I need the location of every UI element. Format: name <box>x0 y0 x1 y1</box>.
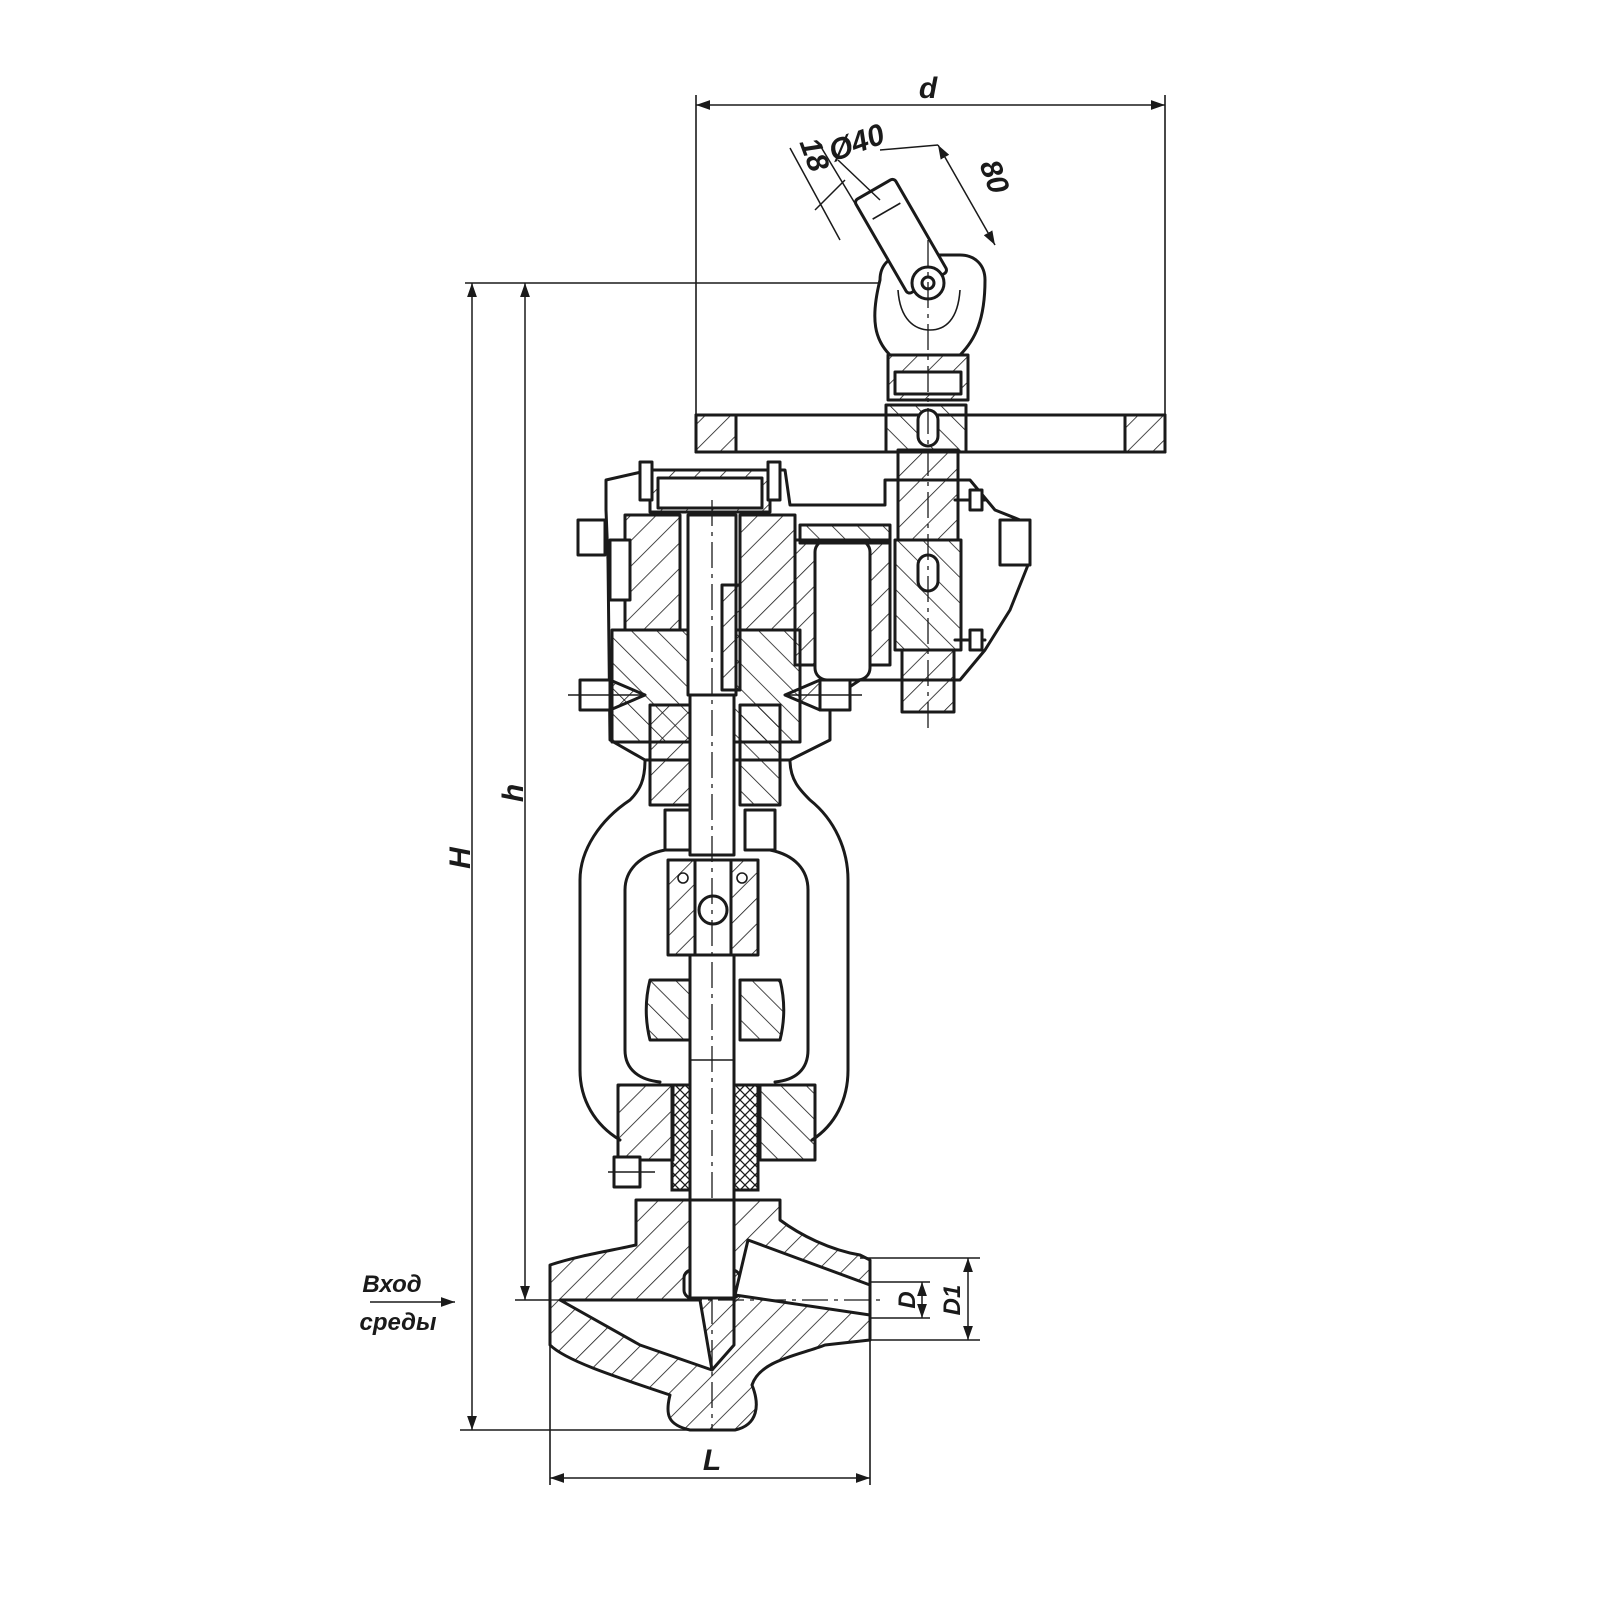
drive-shaft <box>893 240 987 728</box>
handwheel <box>694 95 1167 454</box>
lug-right <box>998 518 1032 567</box>
nut-left <box>644 978 692 1042</box>
yoke <box>578 703 850 1142</box>
label-D1: D1 <box>939 1285 966 1316</box>
label-d: d <box>919 72 938 105</box>
valve-body <box>548 1198 880 1485</box>
dimension-lines <box>370 100 1165 1483</box>
nut-right <box>738 978 786 1042</box>
handwheel-rim-left <box>694 413 738 454</box>
label-L: L <box>703 1444 721 1477</box>
handle-dimensions <box>789 141 996 246</box>
label-H: H <box>444 846 477 869</box>
handwheel-rim-right <box>1123 413 1167 454</box>
packing-right <box>732 1083 760 1192</box>
label-80: 80 <box>973 155 1016 198</box>
label-dia40: Ø40 <box>824 118 889 169</box>
label-h: h <box>497 784 530 802</box>
handle <box>854 177 987 402</box>
lug-left <box>576 518 607 557</box>
gearbox-bolts <box>568 460 862 712</box>
worm-gear <box>813 538 872 682</box>
stem-coupling <box>644 858 786 1042</box>
flow-label-line2: среды <box>360 1309 437 1336</box>
flow-label-line1: Вход <box>362 1271 421 1298</box>
label-D: D <box>894 1291 921 1308</box>
